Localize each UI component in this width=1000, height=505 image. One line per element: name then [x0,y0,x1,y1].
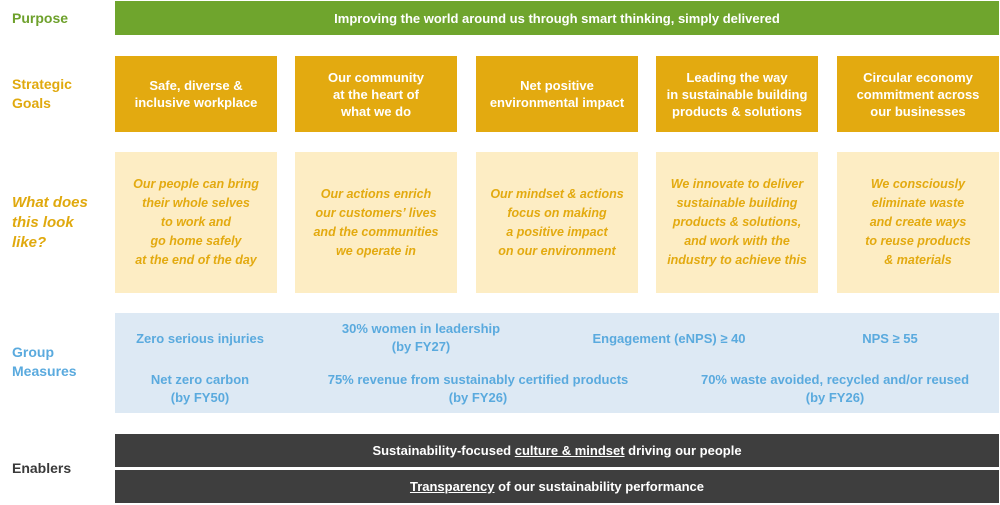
what-people: Our people can bring their whole selves … [115,152,277,293]
what-line: and create ways [869,215,967,229]
what-innovation: We innovate to deliver sustainable build… [656,152,818,293]
enabler-transparency-bar: Transparency of our sustainability perfo… [115,470,999,503]
measure-engagement: Engagement (eNPS) ≥ 40 [592,330,745,348]
row-label-enablers: Enablers [12,460,72,476]
measure-women-leadership: 30% women in leadership (by FY27) [342,320,500,356]
row-label-group-measures: Group Measures [12,343,77,381]
measure-zero-injuries: Zero serious injuries [136,330,264,348]
measure-text: Net zero carbon [150,372,250,387]
goal-circular-economy: Circular economy commitment across our b… [837,56,999,132]
measure-text: (by FY26) [805,390,865,405]
goal-line: commitment across [856,86,980,102]
measures-panel: Zero serious injuries 30% women in leade… [115,313,999,413]
what-line: Our actions enrich [320,186,432,201]
measure-revenue: 75% revenue from sustainably certified p… [328,371,629,407]
measure-text: NPS ≥ 55 [862,331,918,346]
goal-line: Net positive [520,78,594,93]
goal-line: Safe, diverse & [149,78,243,93]
row-label-purpose: Purpose [12,10,69,26]
what-line: to reuse products [865,234,971,248]
measure-text: Engagement (eNPS) ≥ 40 [592,331,746,346]
what-circular: We consciously eliminate waste and creat… [837,152,999,293]
measure-nps: NPS ≥ 55 [862,330,918,348]
what-line: products & solutions, [672,215,802,229]
enabler-culture-bar: Sustainability-focused culture & mindset… [115,434,999,467]
row-label-line: this look [12,214,74,231]
measure-text: 70% waste avoided, recycled and/or reuse… [700,372,970,387]
what-line: a positive impact [506,224,608,239]
what-line: on our environment [498,243,616,258]
enabler-text: driving our people [624,443,742,458]
what-line: and the communities [313,224,439,239]
goal-line: our businesses [870,103,966,119]
what-line: sustainable building [676,196,798,210]
what-line: their whole selves [142,196,250,210]
what-line: Our mindset & actions [490,186,624,201]
what-line: go home safely [150,234,242,248]
measure-text: (by FY27) [391,339,451,354]
goal-line: at the heart of [333,86,419,102]
what-line: Our people can bring [133,177,259,191]
enabler-underlined: Transparency [409,479,495,494]
enabler-underlined: culture & mindset [514,443,625,458]
row-label-line: Measures [12,363,77,379]
enabler-text: of our sustainability performance [494,479,705,494]
goal-line: in sustainable building [666,86,808,102]
goal-line: what we do [340,103,412,119]
enabler-text: Sustainability-focused [372,443,515,458]
row-label-line: What does [12,194,88,211]
measure-text: Zero serious injuries [136,331,264,346]
purpose-text: Improving the world around us through sm… [334,10,780,26]
measure-text: (by FY26) [448,390,508,405]
row-label-line: like? [12,234,47,251]
measure-text: 75% revenue from sustainably certified p… [327,372,629,387]
goal-line: Leading the way [686,69,788,85]
what-line: We consciously [870,177,966,191]
what-line: to work and [160,215,232,229]
goal-safe-diverse-inclusive: Safe, diverse & inclusive workplace [115,56,277,132]
what-line: & materials [884,253,952,267]
what-community: Our actions enrich our customers’ lives … [295,152,457,293]
what-line: industry to achieve this [667,253,807,267]
measure-net-zero-carbon: Net zero carbon (by FY50) [151,371,249,407]
what-line: we operate in [336,243,416,258]
goal-line: environmental impact [489,95,625,110]
what-environment: Our mindset & actions focus on making a … [476,152,638,293]
what-line: focus on making [507,205,607,220]
what-line: eliminate waste [871,196,965,210]
measure-text: (by FY50) [170,390,230,405]
goal-net-positive-environment: Net positive environmental impact [476,56,638,132]
what-line: We innovate to deliver [670,177,804,191]
row-label-line: Strategic [12,76,72,92]
row-label-line: Goals [12,95,51,111]
row-label-strategic-goals: Strategic Goals [12,75,72,113]
goal-line: inclusive workplace [134,95,258,110]
goal-line: products & solutions [672,103,802,119]
what-line: our customers’ lives [315,205,437,220]
purpose-bar: Improving the world around us through sm… [115,1,999,35]
measure-waste: 70% waste avoided, recycled and/or reuse… [701,371,969,407]
goal-community: Our community at the heart of what we do [295,56,457,132]
row-label-line: Group [12,344,54,360]
goal-line: Our community [327,69,425,85]
what-line: at the end of the day [135,253,257,267]
goal-sustainable-products: Leading the way in sustainable building … [656,56,818,132]
row-label-what-does-this-look-like: What does this look like? [12,193,88,253]
measure-text: 30% women in leadership [341,321,501,336]
what-line: and work with the [684,234,790,248]
goal-line: Circular economy [863,69,973,85]
